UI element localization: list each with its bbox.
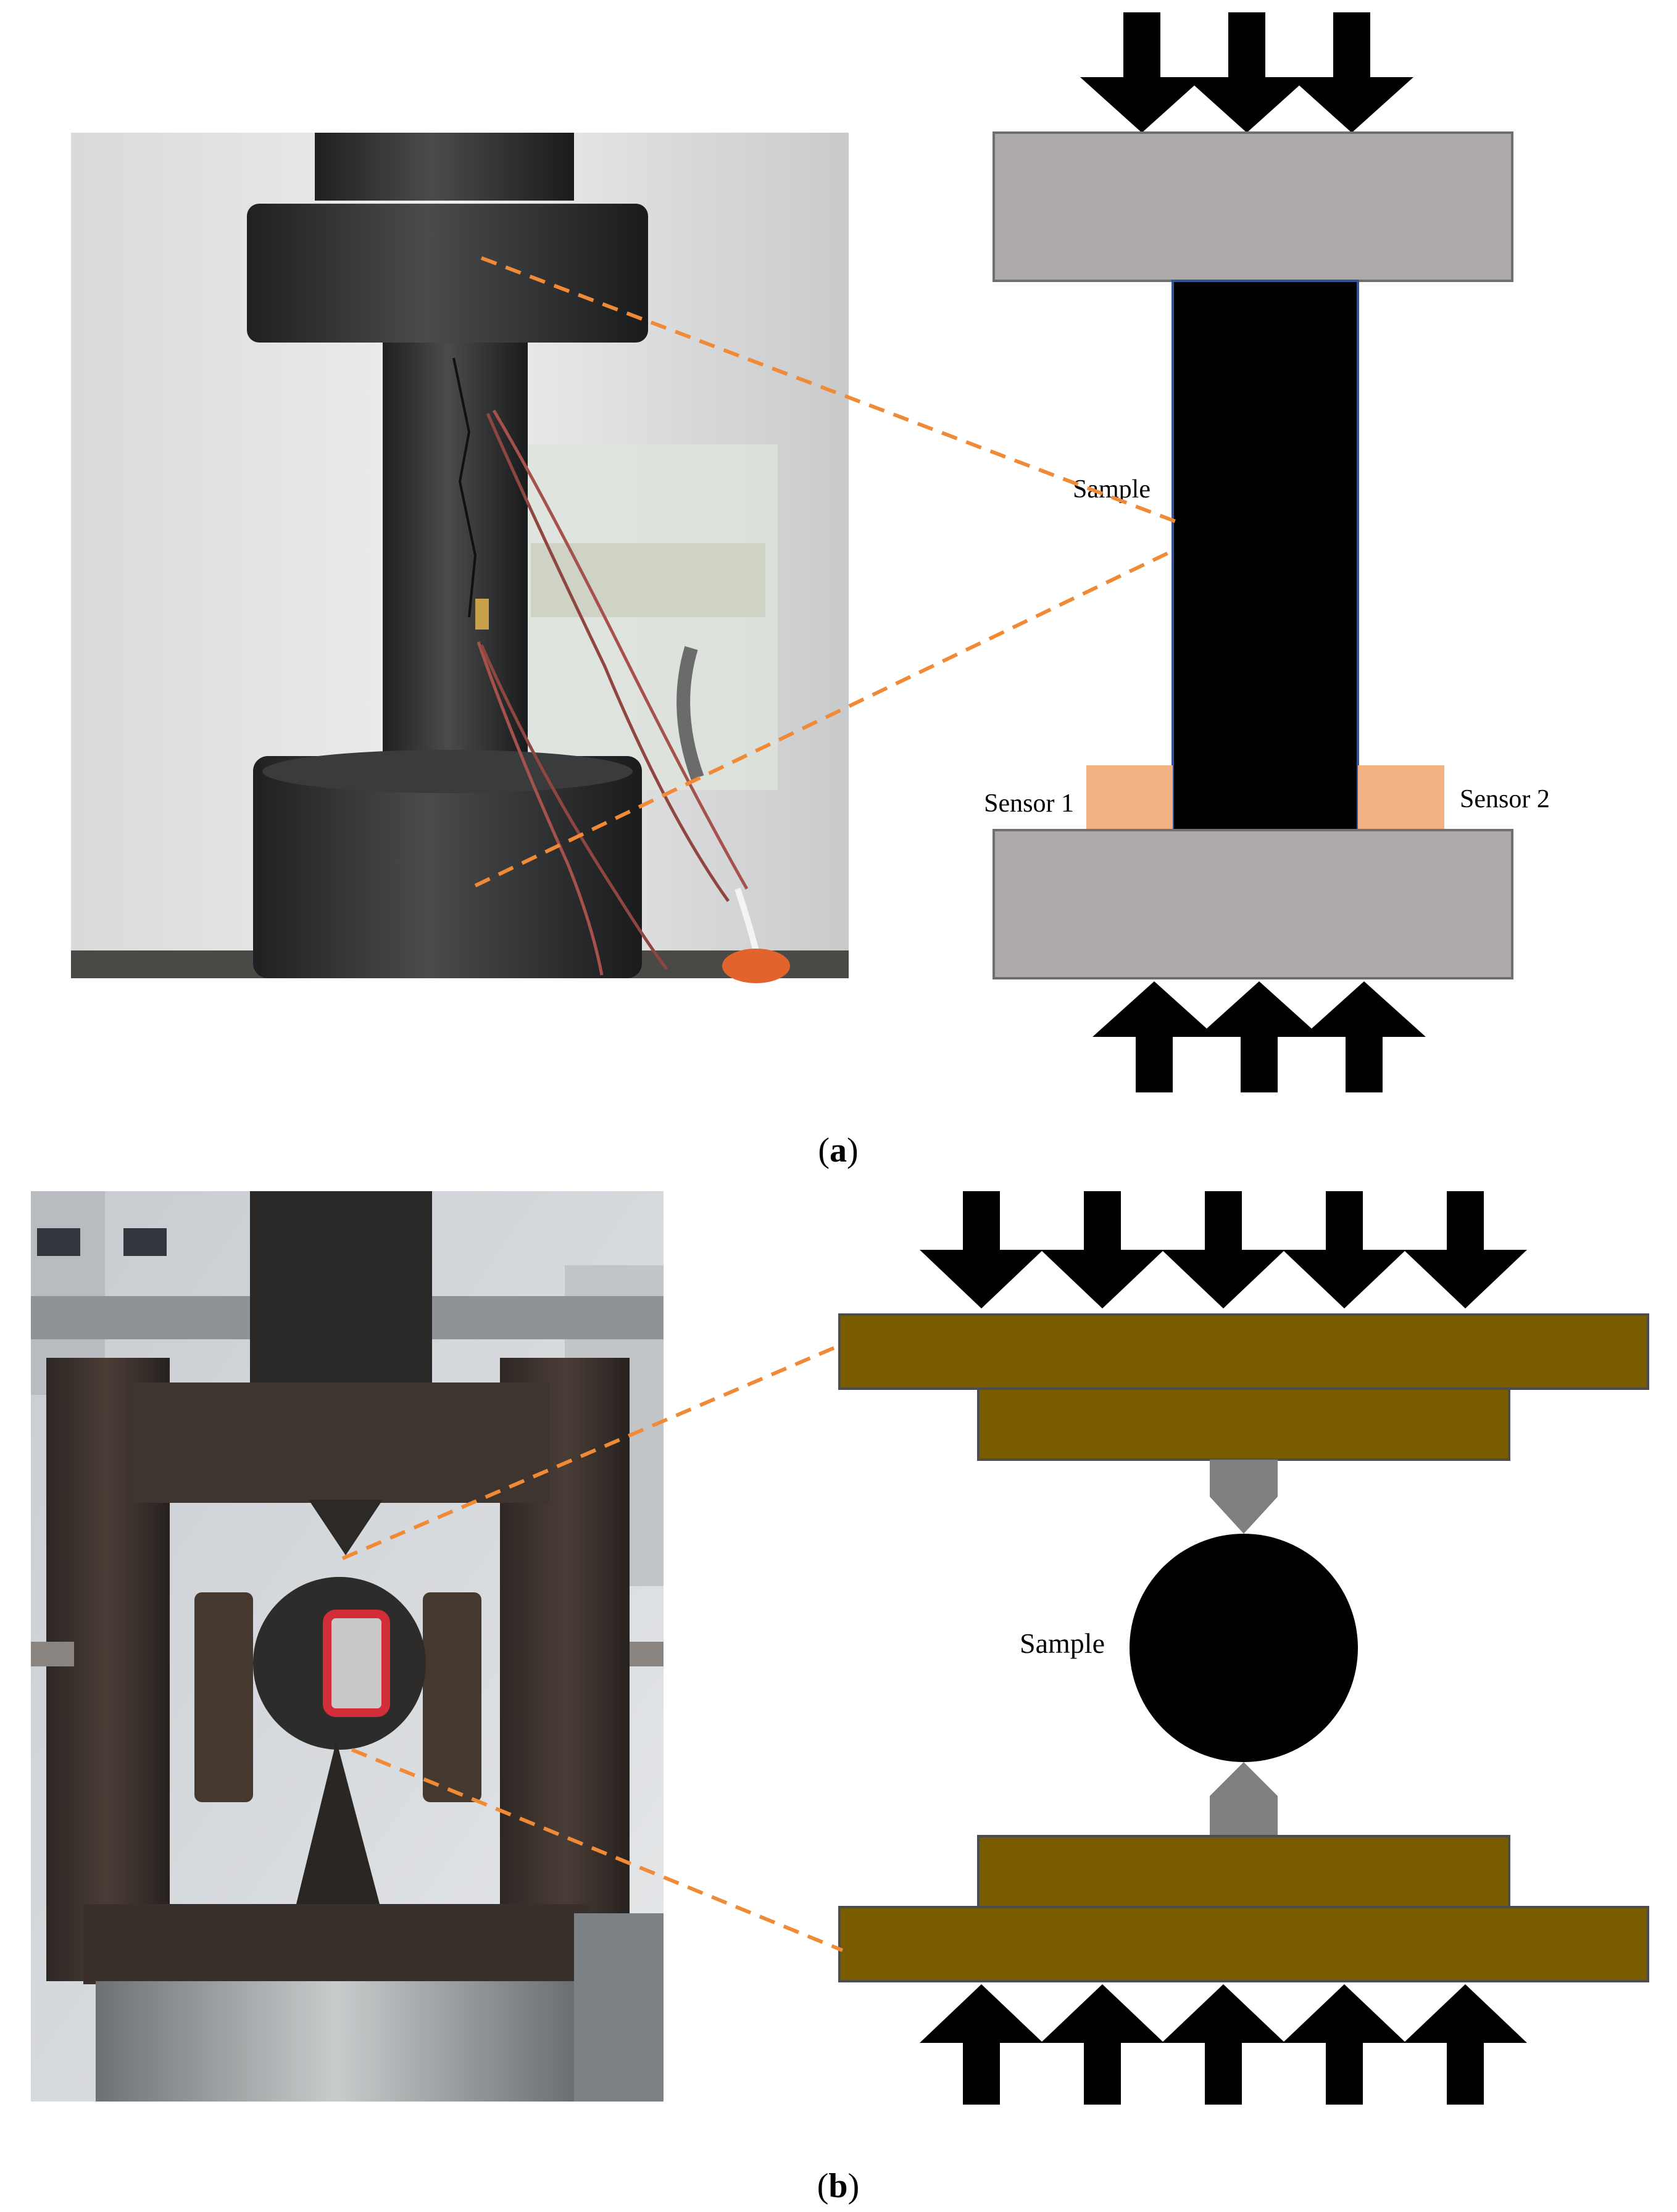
up-arrow-icon	[1197, 981, 1321, 1092]
leader-lines-a	[474, 256, 1177, 888]
leader-lines-b	[341, 1342, 844, 1952]
lower-plate-outer	[838, 1906, 1649, 1982]
cylindrical-sample	[1171, 280, 1359, 831]
up-arrow-icon	[1041, 1984, 1164, 2105]
sensor-2-label: Sensor 2	[1460, 785, 1550, 813]
photo-b	[31, 1191, 664, 2102]
up-arrow-icon	[1283, 1984, 1406, 2105]
lower-platen	[992, 829, 1513, 979]
up-arrow-icon	[1162, 1984, 1285, 2105]
load-arrows-top-b	[920, 1191, 1527, 1308]
disc-sample	[1130, 1534, 1358, 1762]
up-arrow-icon	[1092, 981, 1216, 1092]
photo-a	[71, 133, 849, 983]
down-arrow-icon	[920, 1191, 1043, 1308]
down-arrow-icon	[1041, 1191, 1164, 1308]
down-arrow-icon	[1283, 1191, 1406, 1308]
load-arrows-bottom-a	[1092, 981, 1426, 1092]
up-arrow-icon	[920, 1984, 1043, 2105]
lower-plate-inner	[977, 1835, 1510, 1908]
load-arrows-top-a	[1080, 12, 1413, 133]
lower-indenter	[1210, 1762, 1278, 1836]
down-arrow-icon	[1080, 12, 1204, 133]
sample-label-b: Sample	[1020, 1628, 1105, 1659]
down-arrow-icon	[1290, 12, 1413, 133]
schematic-a: Sample Sensor 1 Sensor 2	[984, 12, 1550, 1092]
down-arrow-icon	[1162, 1191, 1285, 1308]
upper-indenter	[1210, 1460, 1278, 1534]
upper-platen	[992, 131, 1513, 282]
load-arrows-bottom-b	[920, 1984, 1527, 2105]
down-arrow-icon	[1404, 1191, 1527, 1308]
sensor-1-label: Sensor 1	[984, 789, 1074, 818]
sample-label-a: Sample	[1073, 475, 1151, 504]
panel-label-b: (b)	[817, 2167, 859, 2205]
panel-label-a: (a)	[818, 1131, 858, 1170]
sensor-1	[1086, 765, 1173, 830]
up-arrow-icon	[1302, 981, 1426, 1092]
upper-plate-inner	[977, 1387, 1510, 1461]
sensor-2	[1358, 765, 1444, 830]
upper-plate-outer	[838, 1313, 1649, 1390]
down-arrow-icon	[1185, 12, 1309, 133]
up-arrow-icon	[1404, 1984, 1527, 2105]
schematic-b: Sample	[838, 1191, 1649, 2105]
